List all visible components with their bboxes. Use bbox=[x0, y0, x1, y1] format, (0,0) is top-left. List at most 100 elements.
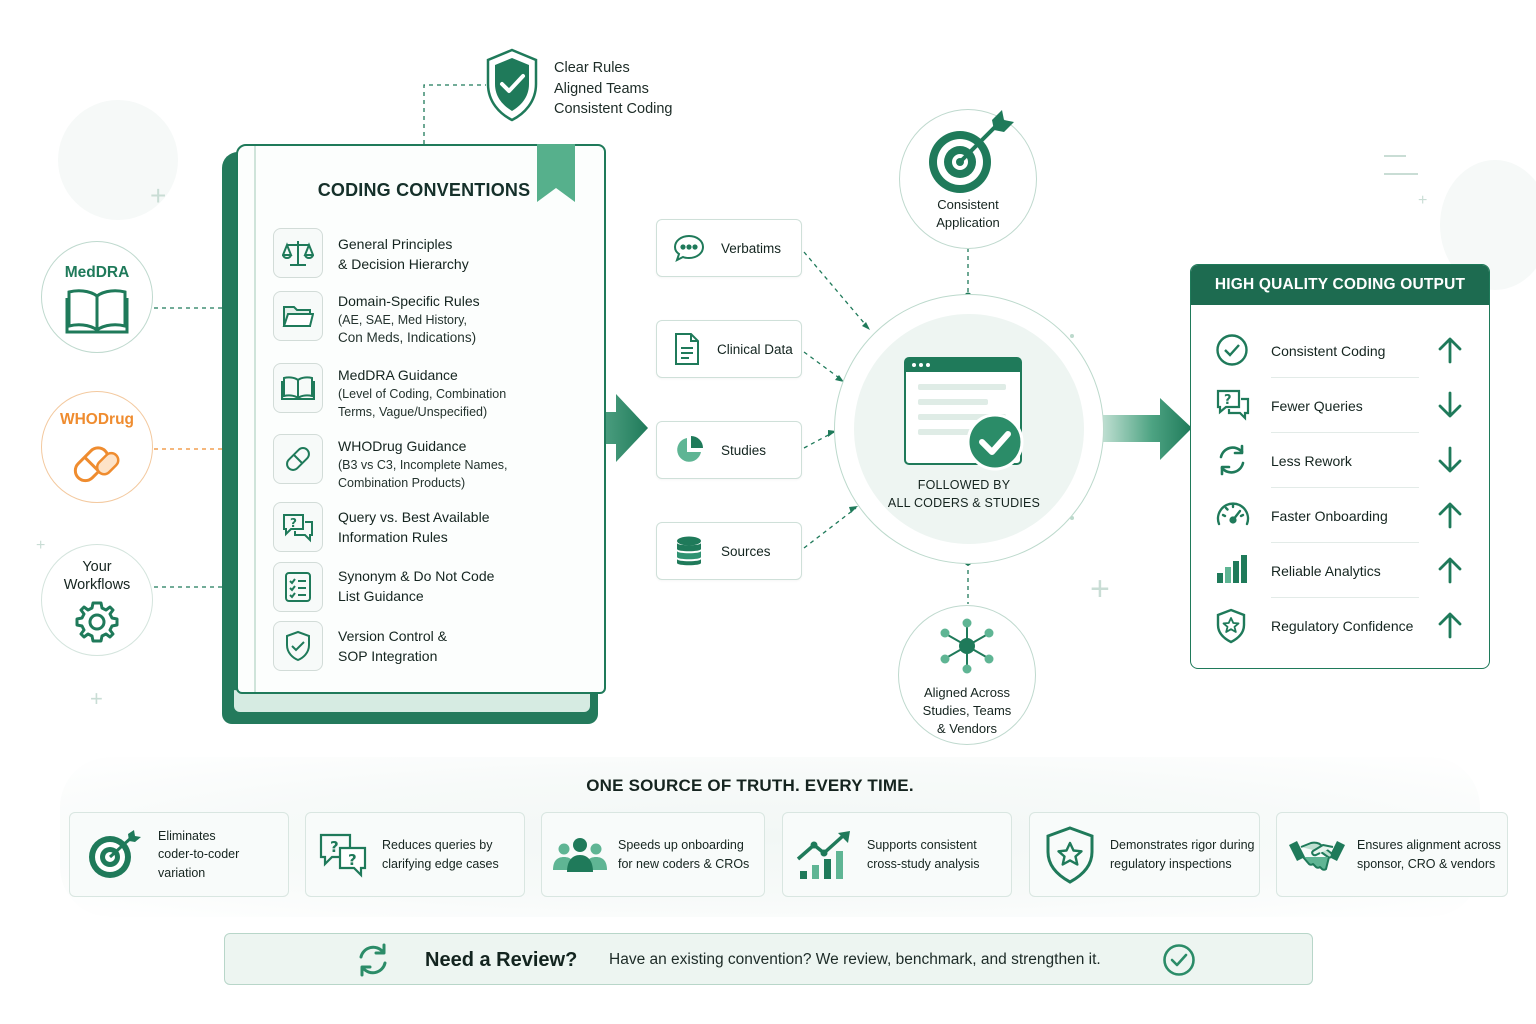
benefit-text: Speeds up onboarding for new coders & CR… bbox=[618, 836, 749, 873]
checklist-icon bbox=[273, 562, 323, 612]
arrow-down-icon bbox=[1437, 445, 1463, 475]
bookmark-ribbon-icon bbox=[537, 144, 575, 204]
convention-title-line: List Guidance bbox=[338, 588, 424, 604]
convention-title: Synonym & Do Not Code List Guidance bbox=[338, 566, 494, 606]
node-label: Consistent Application bbox=[936, 196, 1000, 232]
arrow-up-icon bbox=[1437, 555, 1463, 585]
input-sources: Sources bbox=[656, 522, 802, 580]
benefits-title: ONE SOURCE OF TRUTH. EVERY TIME. bbox=[586, 776, 914, 795]
benefit-text-line: Reduces queries by bbox=[382, 838, 493, 852]
convention-title: MedDRA Guidance bbox=[338, 367, 458, 383]
row-divider bbox=[1271, 377, 1419, 378]
pie-chart-icon bbox=[657, 434, 721, 466]
convention-title-line: & Decision Hierarchy bbox=[338, 256, 469, 272]
source-label-line: Your bbox=[82, 559, 112, 575]
benefit-card: ? ? Reduces queries by clarifying edge c… bbox=[305, 812, 525, 897]
input-label: Studies bbox=[721, 442, 767, 458]
benefit-card: Ensures alignment across sponsor, CRO & … bbox=[1276, 812, 1508, 897]
plus-decoration: + bbox=[36, 537, 46, 554]
check-circle-icon bbox=[1162, 943, 1196, 977]
benefit-text-line: variation bbox=[158, 865, 206, 880]
svg-text:?: ? bbox=[1224, 393, 1232, 408]
benefit-card: Demonstrates rigor during regulatory ins… bbox=[1029, 812, 1260, 897]
pill-icon bbox=[273, 434, 323, 484]
convention-title: Domain-Specific Rules bbox=[338, 293, 480, 309]
benefit-card: Speeds up onboarding for new coders & CR… bbox=[541, 812, 765, 897]
arrow-down-icon bbox=[1437, 390, 1463, 420]
question-chat-icon: ? bbox=[273, 502, 323, 552]
convention-title: General Principles & Decision Hierarchy bbox=[338, 234, 469, 274]
output-panel-title: HIGH QUALITY CODING OUTPUT bbox=[1191, 265, 1489, 305]
hub-text: FOLLOWED BY ALL CODERS & STUDIES bbox=[866, 476, 1062, 512]
chat-bubble-icon bbox=[657, 234, 721, 262]
row-divider bbox=[1271, 597, 1419, 598]
benefit-text-line: for new coders & CROs bbox=[618, 856, 750, 871]
capsule-icon bbox=[69, 435, 125, 487]
row-divider bbox=[1271, 432, 1419, 433]
node-label-line: & Vendors bbox=[936, 721, 997, 736]
output-row: Consistent Coding bbox=[1191, 323, 1489, 378]
convention-subtitle-line: (B3 vs C3, Incomplete Names, bbox=[338, 458, 508, 472]
convention-title-line: SOP Integration bbox=[338, 648, 438, 664]
source-meddra: MedDRA bbox=[41, 241, 153, 353]
convention-subtitle-line: Con Meds, Indications) bbox=[338, 330, 477, 345]
benefit-card: Supports consistent cross-study analysis bbox=[782, 812, 1012, 897]
convention-title-line: General Principles bbox=[338, 236, 453, 252]
benefit-text: Ensures alignment across sponsor, CRO & … bbox=[1357, 836, 1501, 873]
output-row-label: Faster Onboarding bbox=[1271, 507, 1388, 524]
source-whodrug: WHODrug bbox=[41, 391, 153, 503]
benefit-text-line: Eliminates bbox=[158, 828, 216, 843]
benefit-text-line: Demonstrates rigor during bbox=[1110, 838, 1255, 852]
row-divider bbox=[1271, 487, 1419, 488]
question-chat-icon: ? ? bbox=[306, 832, 382, 878]
database-icon bbox=[657, 535, 721, 567]
gear-icon bbox=[75, 600, 119, 644]
callout-text: Clear Rules Aligned Teams Consistent Cod… bbox=[554, 58, 673, 120]
callout-line: Aligned Teams bbox=[554, 80, 649, 97]
convention-title-line: Version Control & bbox=[338, 628, 447, 644]
convention-title: WHODrug Guidance bbox=[338, 438, 467, 454]
gauge-icon bbox=[1215, 498, 1251, 528]
output-row: ? Fewer Queries bbox=[1191, 378, 1489, 433]
output-row: Less Rework bbox=[1191, 433, 1489, 488]
benefit-text-line: regulatory inspections bbox=[1110, 856, 1232, 871]
benefit-text-line: Supports consistent bbox=[867, 838, 977, 852]
output-row-label: Regulatory Confidence bbox=[1271, 617, 1414, 634]
benefit-text-line: sponsor, CRO & vendors bbox=[1357, 856, 1496, 871]
output-row-label: Fewer Queries bbox=[1271, 397, 1363, 414]
benefit-text-line: clarifying edge cases bbox=[382, 856, 499, 871]
plus-decoration: + bbox=[1090, 570, 1110, 608]
benefit-text: Supports consistent cross-study analysis bbox=[867, 836, 980, 873]
convention-subtitle-line: (AE, SAE, Med History, bbox=[338, 313, 467, 327]
input-label: Clinical Data bbox=[717, 341, 793, 357]
folder-icon bbox=[273, 291, 323, 341]
input-label: Sources bbox=[721, 543, 771, 559]
convention-subtitle-line: (Level of Coding, Combination bbox=[338, 387, 507, 401]
book-spine bbox=[254, 146, 256, 692]
output-row: Faster Onboarding bbox=[1191, 488, 1489, 543]
review-banner[interactable]: Need a Review? Have an existing conventi… bbox=[224, 933, 1313, 985]
target-icon bbox=[920, 110, 1016, 198]
check-circle-icon bbox=[1215, 333, 1249, 367]
input-clinical-data: Clinical Data bbox=[656, 320, 802, 378]
output-row-label: Reliable Analytics bbox=[1271, 562, 1381, 579]
hub-text-line: FOLLOWED BY bbox=[917, 478, 1011, 492]
browser-check-icon bbox=[904, 357, 1028, 471]
callout-line: Consistent Coding bbox=[554, 101, 673, 117]
source-label: WHODrug bbox=[59, 411, 135, 428]
arrow-up-icon bbox=[1437, 610, 1463, 640]
output-row: Regulatory Confidence bbox=[1191, 598, 1489, 653]
output-panel: HIGH QUALITY CODING OUTPUT Consistent Co… bbox=[1190, 264, 1490, 669]
consistent-application-node: Consistent Application bbox=[899, 109, 1037, 249]
source-label: MedDRA bbox=[64, 264, 130, 281]
node-label: Aligned Across Studies, Teams & Vendors bbox=[923, 684, 1012, 738]
network-icon bbox=[937, 618, 997, 674]
review-title: Need a Review? bbox=[425, 948, 578, 971]
dash-decoration bbox=[1384, 155, 1406, 157]
shield-check-icon bbox=[273, 621, 323, 671]
source-label-line: Workflows bbox=[63, 577, 131, 593]
shield-check-icon bbox=[484, 48, 540, 124]
aligned-across-node: Aligned Across Studies, Teams & Vendors bbox=[898, 605, 1036, 745]
benefit-text: Demonstrates rigor during regulatory ins… bbox=[1110, 836, 1255, 873]
benefit-card: Eliminates coder-to-coder variation bbox=[69, 812, 289, 897]
